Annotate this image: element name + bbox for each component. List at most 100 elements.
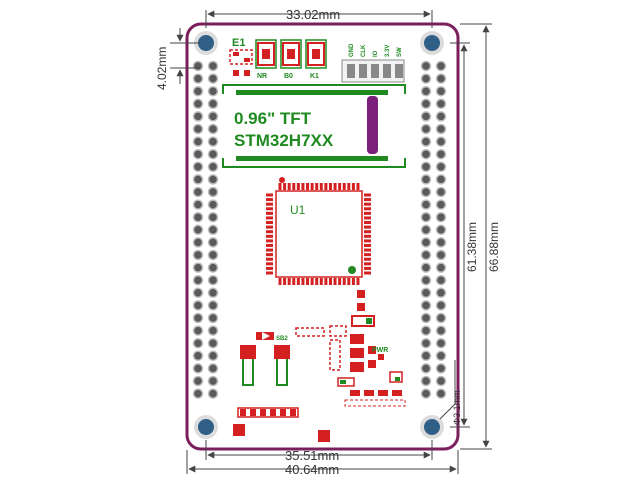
header-pin — [435, 98, 447, 110]
header-pin — [420, 85, 432, 97]
header-pin — [420, 237, 432, 248]
dimension-right-inner — [450, 42, 470, 428]
dim-right-outer-label: 66.88mm — [487, 222, 501, 272]
header-pin — [420, 375, 432, 387]
mcu-pad — [306, 183, 310, 190]
mcu-pad — [266, 230, 273, 234]
mcu-pad — [364, 207, 371, 211]
mcu-pad — [266, 211, 273, 215]
tft-display-outline — [222, 84, 406, 168]
button-k1 — [305, 39, 327, 69]
mcu-pad — [287, 183, 291, 190]
mcu-pad — [319, 183, 323, 190]
dim-bottom-outer-label: 40.64mm — [285, 462, 339, 477]
header-pin — [192, 249, 204, 261]
mcu-pad — [364, 234, 371, 238]
header-pin — [420, 199, 432, 210]
header-pin — [435, 287, 447, 299]
header-pin — [435, 60, 447, 72]
swd-header — [341, 59, 405, 83]
header-pin — [192, 186, 204, 198]
mcu-pad — [292, 183, 296, 190]
header-pin — [435, 300, 447, 311]
dimension-top-width — [205, 10, 433, 28]
header-pin — [192, 136, 204, 147]
header-pin — [207, 262, 219, 273]
header-pin — [192, 325, 204, 336]
mcu-pad — [278, 183, 282, 190]
mcu-pad — [333, 278, 337, 285]
header-pin — [192, 174, 204, 185]
header-pin — [207, 312, 219, 324]
mcu-pad — [301, 183, 305, 190]
dim-hole-dia-label: Φ3.1mm — [452, 390, 462, 425]
header-pin — [192, 73, 204, 84]
button-nr — [255, 39, 277, 69]
header-pin — [435, 73, 447, 84]
mcu-pad — [342, 278, 346, 285]
header-pin — [192, 123, 204, 135]
mcu-u1-footprint — [266, 177, 371, 285]
mcu-pad — [266, 248, 273, 252]
header-pin — [192, 148, 204, 160]
mcu-pad — [364, 253, 371, 257]
mcu-pad — [266, 216, 273, 220]
mcu-pad — [364, 211, 371, 215]
mcu-pad — [266, 202, 273, 206]
header-pin — [207, 111, 219, 122]
header-pin — [207, 363, 219, 374]
mcu-pad — [266, 207, 273, 211]
header-pin — [207, 249, 219, 261]
header-pin — [192, 60, 204, 72]
header-pin — [420, 325, 432, 336]
mcu-pad — [364, 239, 371, 243]
header-pin — [435, 111, 447, 122]
header-pin — [207, 375, 219, 387]
mcu-pad — [266, 225, 273, 229]
header-pin — [207, 388, 219, 399]
header-pin — [192, 287, 204, 299]
mcu-pad — [364, 198, 371, 202]
header-pin — [435, 136, 447, 147]
header-pin — [435, 388, 447, 399]
mcu-pad — [328, 278, 332, 285]
passive-components — [295, 290, 406, 407]
header-pin — [207, 174, 219, 185]
mcu-pad — [364, 202, 371, 206]
header-pin — [192, 161, 204, 173]
left-pin-header — [192, 60, 219, 399]
mcu-pad — [347, 278, 351, 285]
mcu-pad — [283, 183, 287, 190]
dim-right-inner-label: 61.38mm — [465, 222, 479, 272]
mcu-pad — [266, 198, 273, 202]
mcu-pad — [315, 278, 319, 285]
header-pin — [207, 237, 219, 248]
mcu-pad — [292, 278, 296, 285]
mcu-pad — [266, 253, 273, 257]
header-pin — [435, 123, 447, 135]
header-pin — [420, 274, 432, 286]
header-pin — [435, 224, 447, 236]
header-pin — [192, 98, 204, 110]
mcu-pad — [364, 230, 371, 234]
header-pin — [207, 73, 219, 84]
mcu-pad — [364, 266, 371, 270]
header-pin — [435, 262, 447, 273]
header-pin — [192, 350, 204, 362]
mcu-pad — [301, 278, 305, 285]
mcu-pad — [266, 271, 273, 275]
header-pin — [207, 337, 219, 349]
label-k1: K1 — [310, 73, 319, 80]
header-pin — [420, 262, 432, 273]
header-pin — [192, 199, 204, 210]
header-pin — [435, 186, 447, 198]
header-pin — [207, 300, 219, 311]
header-pin — [192, 363, 204, 374]
mcu-pad — [356, 278, 360, 285]
header-pin — [435, 85, 447, 97]
header-pin — [435, 350, 447, 362]
header-pin — [435, 375, 447, 387]
mcu-pad — [364, 271, 371, 275]
header-pin — [420, 312, 432, 324]
mcu-pad — [278, 278, 282, 285]
